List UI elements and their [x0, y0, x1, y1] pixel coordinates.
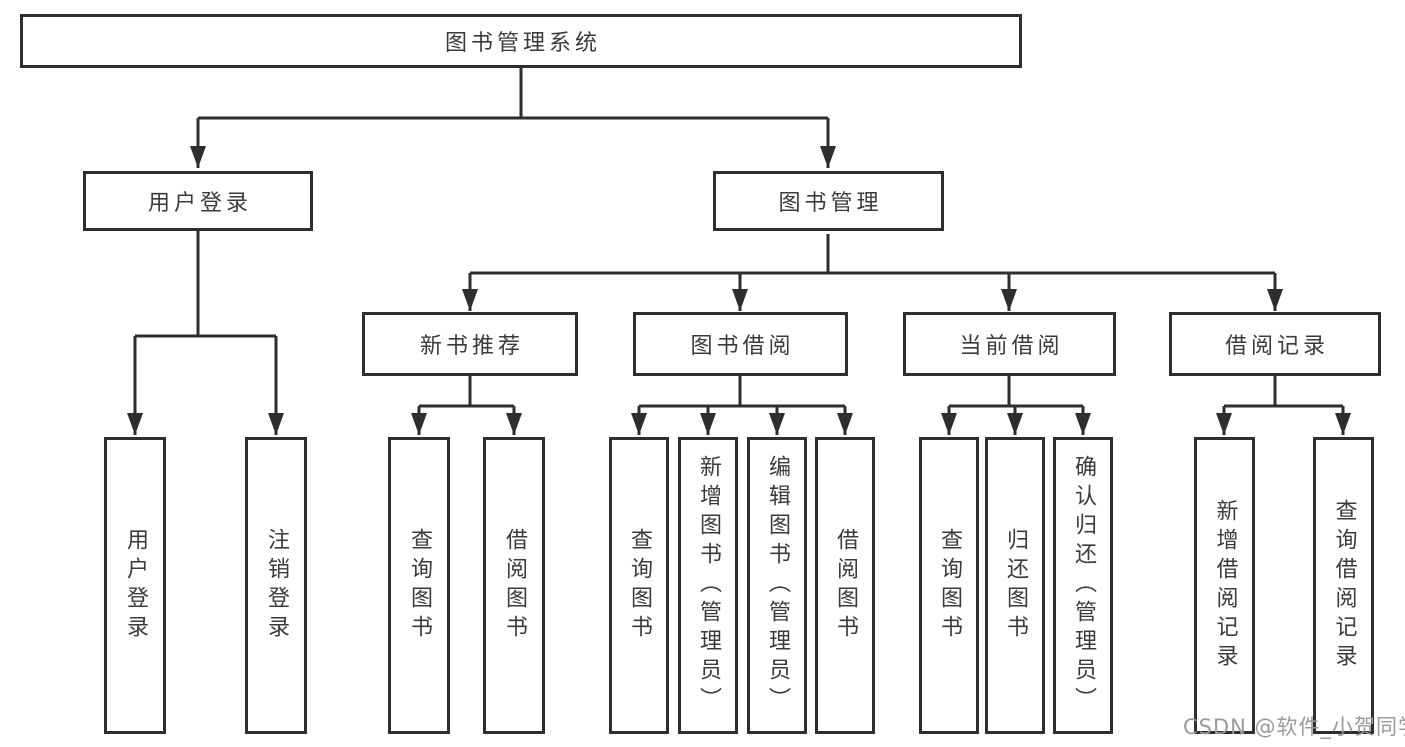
csdn-watermark: CSDN @软件_小贺同学: [1183, 715, 1405, 739]
leaf-current-query-books: 查询图书: [919, 437, 979, 734]
leaf-records-query-record: 查询借阅记录: [1313, 437, 1374, 734]
node-user-login-label: 用户登录: [147, 191, 252, 216]
connector-current-trunk: [949, 376, 1083, 408]
leaf-user-login: 用户登录: [104, 437, 166, 734]
leaf-logout: 注销登录: [245, 437, 307, 734]
leaf-current-confirm-return: 确认归还（管理员）: [1053, 437, 1113, 734]
leaf-borrowing-edit-books: 编辑图书（管理员）: [747, 437, 807, 734]
node-book-borrowing-label: 图书借阅: [690, 334, 795, 359]
node-user-login: 用户登录: [83, 171, 313, 231]
leaf-borrowing-borrow-books: 借阅图书: [815, 437, 875, 734]
leaf-borrowing-query-books-label: 查询图书: [627, 527, 652, 644]
leaf-current-confirm-return-label: 确认归还（管理员）: [1071, 455, 1096, 716]
node-book-mgmt: 图书管理: [713, 171, 944, 231]
leaf-records-add-record: 新增借阅记录: [1194, 437, 1255, 734]
leaf-records-add-record-label: 新增借阅记录: [1212, 498, 1238, 673]
leaf-user-login-label: 用户登录: [123, 527, 148, 644]
leaf-borrowing-borrow-books-label: 借阅图书: [833, 527, 858, 644]
connector-userlogin-trunk: [135, 231, 276, 338]
connector-records-trunk: [1224, 376, 1343, 408]
leaf-newbooks-query-books-label: 查询图书: [407, 527, 432, 644]
node-new-books: 新书推荐: [362, 312, 578, 376]
leaf-newbooks-borrow-books: 借阅图书: [483, 437, 545, 734]
node-current-borrowing-label: 当前借阅: [959, 334, 1064, 359]
leaf-current-return-books-label: 归还图书: [1003, 527, 1028, 644]
node-root: 图书管理系统: [20, 14, 1022, 68]
node-book-mgmt-label: 图书管理: [778, 191, 883, 216]
connector-borrowing-trunk: [639, 376, 845, 408]
node-borrow-records: 借阅记录: [1169, 312, 1381, 376]
leaf-newbooks-query-books: 查询图书: [388, 437, 450, 734]
node-current-borrowing: 当前借阅: [903, 312, 1116, 376]
node-new-books-label: 新书推荐: [419, 334, 524, 359]
leaf-current-return-books: 归还图书: [985, 437, 1045, 734]
leaf-current-query-books-label: 查询图书: [937, 527, 962, 644]
leaf-borrowing-add-books-label: 新增图书（管理员）: [696, 455, 721, 716]
leaf-newbooks-borrow-books-label: 借阅图书: [502, 527, 527, 644]
leaf-borrowing-add-books: 新增图书（管理员）: [678, 437, 738, 734]
connector-root-trunk: [198, 68, 828, 120]
connector-bookmgmt-trunk: [470, 234, 1275, 275]
node-root-label: 图书管理系统: [444, 31, 601, 56]
leaf-records-query-record-label: 查询借阅记录: [1331, 498, 1357, 673]
leaf-borrowing-edit-books-label: 编辑图书（管理员）: [765, 455, 790, 716]
leaf-borrowing-query-books: 查询图书: [609, 437, 669, 734]
leaf-logout-label: 注销登录: [264, 527, 289, 644]
node-book-borrowing: 图书借阅: [633, 312, 848, 376]
connector-newbooks-trunk: [419, 376, 514, 408]
node-borrow-records-label: 借阅记录: [1224, 334, 1329, 359]
